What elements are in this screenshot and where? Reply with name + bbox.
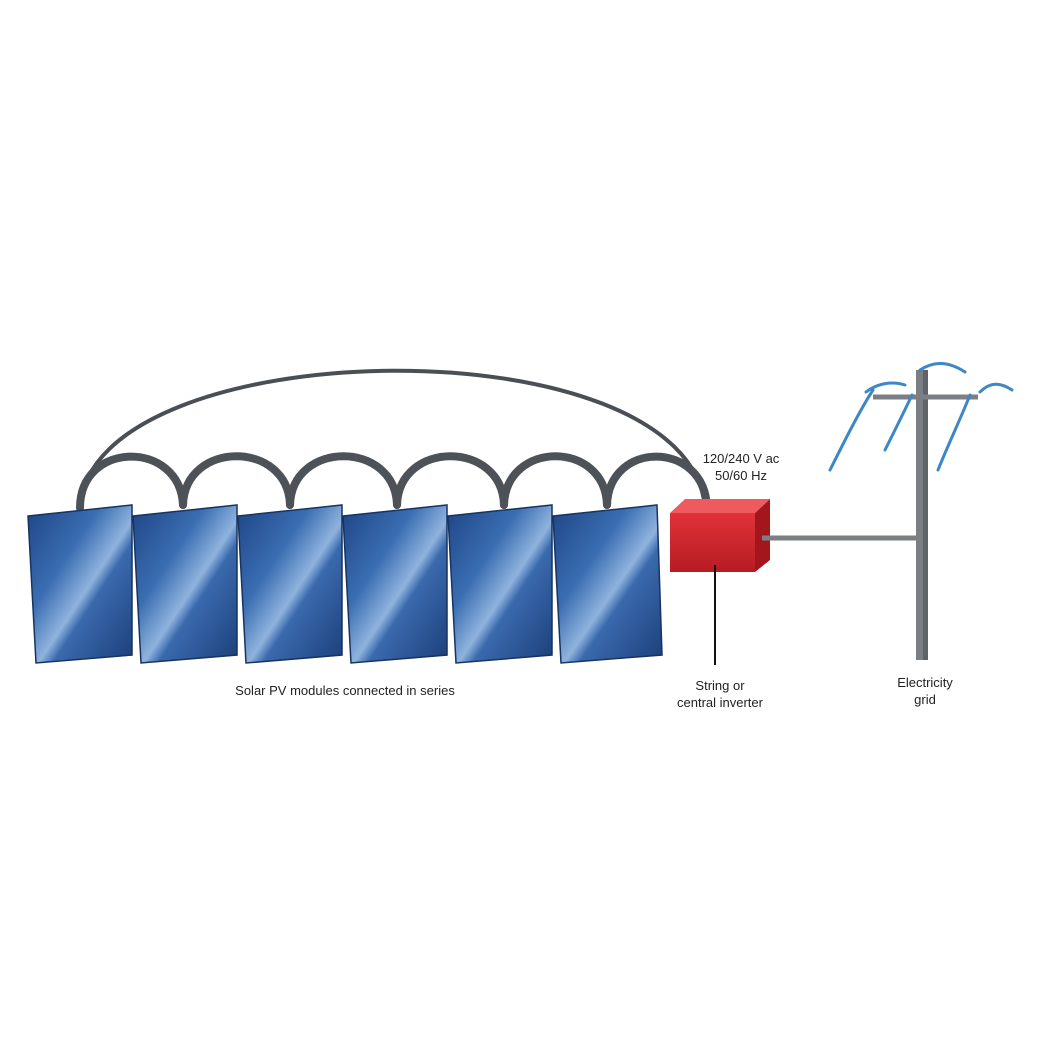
series-loop-6 (603, 452, 711, 512)
pv-module-3 (237, 504, 343, 664)
series-label-text: Solar PV modules connected in series (235, 683, 455, 698)
grid-wire-far-right (978, 382, 1014, 394)
series-cables (76, 452, 711, 512)
inverter-label-line1: String or (695, 678, 745, 693)
grid-wire-mid (883, 393, 914, 452)
series-loop-3 (286, 452, 401, 509)
inverter-label-line2: central inverter (677, 695, 763, 710)
inverter-label: String or central inverter (655, 677, 785, 711)
series-label: Solar PV modules connected in series (190, 682, 500, 699)
inverter-top (670, 499, 770, 513)
series-loop-1 (76, 452, 187, 512)
inverter-front (670, 513, 755, 572)
grid-label-line1: Electricity (897, 675, 953, 690)
series-loop-5 (500, 452, 611, 509)
ac-frequency-text: 50/60 Hz (714, 468, 768, 483)
grid-wire-left-top (864, 381, 907, 394)
series-loop-2 (179, 452, 294, 509)
pv-module-4 (342, 504, 448, 664)
return-cable (78, 368, 707, 509)
pv-module-5 (447, 504, 553, 664)
series-loop-4 (393, 452, 508, 509)
grid-label-line2: grid (914, 692, 936, 707)
pv-module-2 (132, 504, 238, 664)
ac-output-label: 120/240 V ac 50/60 Hz (686, 450, 796, 484)
pv-module-1 (27, 504, 133, 664)
ac-voltage-text: 120/240 V ac (702, 451, 780, 466)
utility-pole (873, 370, 978, 660)
grid-wire-top (918, 362, 967, 374)
grid-wire-right (936, 393, 972, 472)
grid-label: Electricity grid (870, 674, 980, 708)
pv-module-6 (552, 504, 663, 664)
pole-shadow (923, 370, 928, 660)
grid-wire-left (828, 388, 875, 472)
inverter-box (670, 499, 770, 572)
pv-modules (27, 504, 663, 664)
grid-wires (828, 362, 1014, 472)
